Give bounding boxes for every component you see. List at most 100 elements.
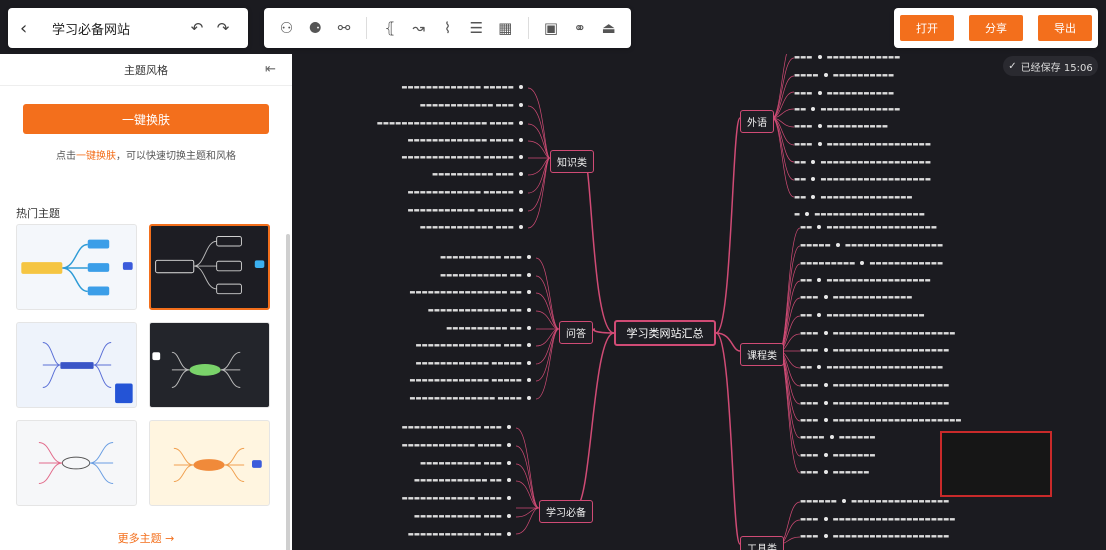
leaf-topic[interactable]: ▬▬▬▬▬▬▬▬▬▬▬▬ ▬▬▬▬▬ [296, 188, 526, 197]
theme-thumbnail-3[interactable] [16, 322, 137, 408]
leaf-topic[interactable]: ▬▬▬▬▬▬▬▬▬▬▬▬▬▬▬▬▬▬ ▬▬▬▬ [236, 119, 526, 128]
mindmap-canvas[interactable]: 学习类网站汇总 知识类 问答 学习必备 外语 课程类 工具类 ▬▬▬▬▬▬▬▬▬… [292, 53, 1106, 550]
leaf-topic[interactable]: ▬▬▬▬ ▬▬▬▬▬▬ [800, 433, 876, 441]
leaf-topic[interactable]: ▬▬▬▬▬▬▬▬▬▬▬▬ ▬▬▬▬ [294, 441, 514, 450]
insert-child-topic-icon[interactable]: ⚇ [279, 19, 294, 37]
action-bar: 打开 分享 导出 [894, 8, 1098, 48]
leaf-topic[interactable]: ▬▬ ▬▬▬▬▬▬▬▬▬▬▬▬▬▬▬▬▬▬▬ [800, 363, 944, 371]
attachment-icon[interactable]: ⌇ [443, 19, 452, 37]
leaf-topic[interactable]: ▬▬ ▬▬▬▬▬▬▬▬▬▬▬▬▬▬▬ [794, 193, 913, 201]
summary-icon[interactable]: ⦃ [384, 19, 396, 37]
leaf-topic[interactable]: ▬▬▬▬▬▬▬▬▬▬▬▬ ▬▬ [294, 476, 514, 485]
theme-thumbnail-6[interactable] [149, 420, 270, 506]
leaf-topic[interactable]: ▬▬ ▬▬▬▬▬▬▬▬▬▬▬▬▬▬▬▬▬▬ [794, 158, 931, 166]
leaf-topic[interactable]: ▬▬▬▬▬▬▬▬▬▬▬▬▬ ▬▬ [294, 306, 534, 315]
insert-parent-topic-icon[interactable]: ⚯ [337, 19, 351, 37]
leaf-topic[interactable]: ▬▬▬▬▬▬▬▬▬▬ ▬▬▬ [294, 253, 534, 262]
branch-knowledge[interactable]: 知识类 [550, 150, 594, 173]
leaf-topic[interactable]: ▬▬▬▬▬▬ ▬▬▬▬▬▬▬▬▬▬▬▬▬▬▬▬ [800, 497, 950, 505]
hint-highlight: 一键换肤 [76, 151, 116, 162]
leaf-topic[interactable]: ▬▬▬▬▬▬▬▬▬▬▬▬▬▬▬▬ ▬▬ [294, 288, 534, 297]
undo-icon[interactable]: ↶ [190, 19, 204, 37]
leaf-topic[interactable]: ▬▬▬▬▬▬▬▬▬▬▬▬▬▬ ▬▬▬▬ [294, 394, 534, 403]
collapse-panel-icon[interactable]: ⇤ [265, 62, 276, 77]
save-icon[interactable]: ▣ [543, 19, 559, 37]
branch-study-essentials[interactable]: 学习必备 [539, 500, 593, 523]
toolbar-divider [527, 17, 529, 39]
leaf-topic[interactable]: ▬▬▬▬▬▬▬▬▬▬▬▬ ▬▬▬▬ [294, 494, 514, 503]
check-circle-icon: ✓ [1008, 60, 1017, 72]
leaf-topic[interactable]: ▬▬▬ ▬▬▬▬▬▬▬▬▬▬▬▬▬ [800, 293, 913, 301]
more-themes-link[interactable]: 更多主题 → [117, 532, 175, 545]
leaf-topic[interactable]: ▬▬▬ ▬▬▬▬▬▬▬▬▬▬▬▬▬▬▬▬▬▬▬▬ [800, 515, 956, 523]
back-arrow-icon[interactable]: ‹ [20, 17, 28, 39]
leaf-topic[interactable]: ▬▬▬▬▬▬▬▬▬▬ ▬▬▬ [296, 170, 526, 179]
branch-tools[interactable]: 工具类 [740, 536, 784, 550]
leaf-topic[interactable]: ▬▬▬ ▬▬▬▬▬▬▬▬▬▬▬▬▬▬▬▬▬▬▬ [800, 399, 950, 407]
leaf-topic[interactable]: ▬▬▬▬▬▬▬▬▬▬▬ ▬▬▬ [294, 512, 514, 521]
leaf-topic[interactable]: ▬▬▬ ▬▬▬▬▬▬▬▬▬▬▬▬ [794, 53, 901, 61]
leaf-topic[interactable]: ▬▬ ▬▬▬▬▬▬▬▬▬▬▬▬▬▬▬▬▬ [800, 276, 931, 284]
skin-hint: 点击一键换肤，可以快速切换主题和风格 [0, 147, 292, 162]
leaf-topic[interactable]: ▬▬▬▬▬▬▬▬▬▬▬▬ ▬▬▬▬▬ [294, 359, 534, 368]
leaf-topic[interactable]: ▬▬▬▬▬▬▬▬▬▬ ▬▬▬ [294, 459, 514, 468]
branch-qa[interactable]: 问答 [559, 321, 593, 344]
leaf-topic[interactable]: ▬▬▬▬▬▬▬▬▬▬▬▬ ▬▬▬ [296, 223, 526, 232]
note-icon[interactable]: ☰ [469, 19, 484, 37]
leaf-topic[interactable]: ▬▬▬ ▬▬▬▬▬▬▬▬▬▬▬▬▬▬▬▬▬▬▬ [800, 346, 950, 354]
leaf-topic[interactable]: ▬▬▬▬▬▬▬▬▬▬▬▬▬ ▬▬▬▬▬ [296, 153, 526, 162]
open-button[interactable]: 打开 [900, 15, 954, 41]
leaf-topic[interactable]: ▬▬▬▬▬▬▬▬▬▬▬▬ ▬▬▬ [296, 101, 526, 110]
panel-header: 主题风格 ⇤ [0, 54, 292, 86]
edit-toolbar: ⚇ ⚈ ⚯ ⦃ ↝ ⌇ ☰ ▦ ▣ ⚭ ⏏ [264, 8, 631, 48]
theme-thumbnail-5[interactable] [16, 420, 137, 506]
save-status-text: 已经保存 15:06 [1020, 62, 1093, 74]
leaf-topic[interactable]: ▬▬▬▬▬ ▬▬▬▬▬▬▬▬▬▬▬▬▬▬▬▬ [800, 241, 944, 249]
document-title[interactable]: 学习必备网站 [52, 22, 131, 38]
one-click-skin-button[interactable]: 一键换肤 [23, 104, 269, 134]
leaf-topic[interactable]: ▬▬▬▬▬▬▬▬▬ ▬▬▬▬▬▬▬▬▬▬▬▬ [800, 259, 944, 267]
leaf-topic[interactable]: ▬▬▬ ▬▬▬▬▬▬▬▬▬▬▬▬▬▬▬▬▬ [794, 140, 931, 148]
leaf-topic[interactable]: ▬▬ ▬▬▬▬▬▬▬▬▬▬▬▬▬ [794, 105, 901, 113]
leaf-topic[interactable]: ▬▬▬▬▬▬▬▬▬▬▬ ▬▬ [294, 271, 534, 280]
leaf-topic[interactable]: ▬▬▬▬▬▬▬▬▬▬▬ ▬▬▬▬▬▬ [296, 206, 526, 215]
leaf-topic[interactable]: ▬▬▬ ▬▬▬▬▬▬▬▬▬▬▬ [794, 89, 895, 97]
leaf-topic[interactable]: ▬▬ ▬▬▬▬▬▬▬▬▬▬▬▬▬▬▬▬▬▬ [794, 175, 931, 183]
leaf-topic[interactable]: ▬▬▬ ▬▬▬▬▬▬▬▬▬▬ [794, 122, 888, 130]
branch-courses[interactable]: 课程类 [740, 343, 784, 366]
leaf-topic[interactable]: ▬▬▬▬▬▬▬▬▬▬▬▬▬ ▬▬▬▬▬ [296, 83, 526, 92]
panel-title: 主题风格 [124, 63, 168, 77]
leaf-topic[interactable]: ▬▬▬▬▬▬▬▬▬▬▬▬▬ ▬▬▬ [294, 423, 514, 432]
layout-icon[interactable]: ▦ [498, 19, 513, 37]
leaf-topic[interactable]: ▬▬▬▬ ▬▬▬▬▬▬▬▬▬▬ [794, 71, 895, 79]
share-button[interactable]: 分享 [969, 15, 1023, 41]
leaf-topic[interactable]: ▬ ▬▬▬▬▬▬▬▬▬▬▬▬▬▬▬▬▬▬ [794, 210, 925, 218]
root-topic[interactable]: 学习类网站汇总 [614, 320, 716, 346]
leaf-topic[interactable]: ▬▬ ▬▬▬▬▬▬▬▬▬▬▬▬▬▬▬▬▬▬ [800, 223, 937, 231]
style-icon[interactable]: ⏏ [601, 19, 616, 37]
leaf-topic[interactable]: ▬▬▬▬▬▬▬▬▬▬▬▬▬ ▬▬▬▬ [296, 136, 526, 145]
theme-thumbnail-4[interactable] [149, 322, 270, 408]
leaf-topic[interactable]: ▬▬▬▬▬▬▬▬▬▬ ▬▬ [294, 324, 534, 333]
insert-sibling-topic-icon[interactable]: ⚈ [308, 19, 322, 37]
image-overlay [940, 431, 1052, 497]
leaf-topic[interactable]: ▬▬▬ ▬▬▬▬▬▬ [800, 468, 870, 476]
leaf-topic[interactable]: ▬▬▬▬▬▬▬▬▬▬▬▬▬▬ ▬▬▬ [294, 341, 534, 350]
leaf-topic[interactable]: ▬▬▬ ▬▬▬▬▬▬▬▬▬▬▬▬▬▬▬▬▬▬▬▬ [800, 329, 956, 337]
collaborate-icon[interactable]: ⚭ [573, 19, 587, 37]
leaf-topic[interactable]: ▬▬▬ ▬▬▬▬▬▬▬▬▬▬▬▬▬▬▬▬▬▬▬▬▬ [800, 416, 962, 424]
leaf-topic[interactable]: ▬▬▬▬▬▬▬▬▬▬▬▬ ▬▬▬ [294, 530, 514, 539]
theme-thumbnail-2[interactable] [149, 224, 270, 310]
leaf-topic[interactable]: ▬▬ ▬▬▬▬▬▬▬▬▬▬▬▬▬▬▬▬ [800, 311, 925, 319]
export-button[interactable]: 导出 [1038, 15, 1092, 41]
theme-thumbnail-1[interactable] [16, 224, 137, 310]
panel-scrollbar[interactable] [286, 234, 290, 550]
leaf-topic[interactable]: ▬▬▬▬▬▬▬▬▬▬▬▬▬ ▬▬▬▬▬ [294, 376, 534, 385]
leaf-topic[interactable]: ▬▬▬ ▬▬▬▬▬▬▬ [800, 451, 876, 459]
relationship-icon[interactable]: ↝ [412, 19, 425, 37]
branch-foreign-language[interactable]: 外语 [740, 110, 774, 133]
redo-icon[interactable]: ↷ [216, 19, 230, 37]
hint-suffix: ，可以快速切换主题和风格 [116, 151, 236, 162]
leaf-topic[interactable]: ▬▬▬ ▬▬▬▬▬▬▬▬▬▬▬▬▬▬▬▬▬▬▬ [800, 532, 950, 540]
leaf-topic[interactable]: ▬▬▬ ▬▬▬▬▬▬▬▬▬▬▬▬▬▬▬▬▬▬▬ [800, 381, 950, 389]
